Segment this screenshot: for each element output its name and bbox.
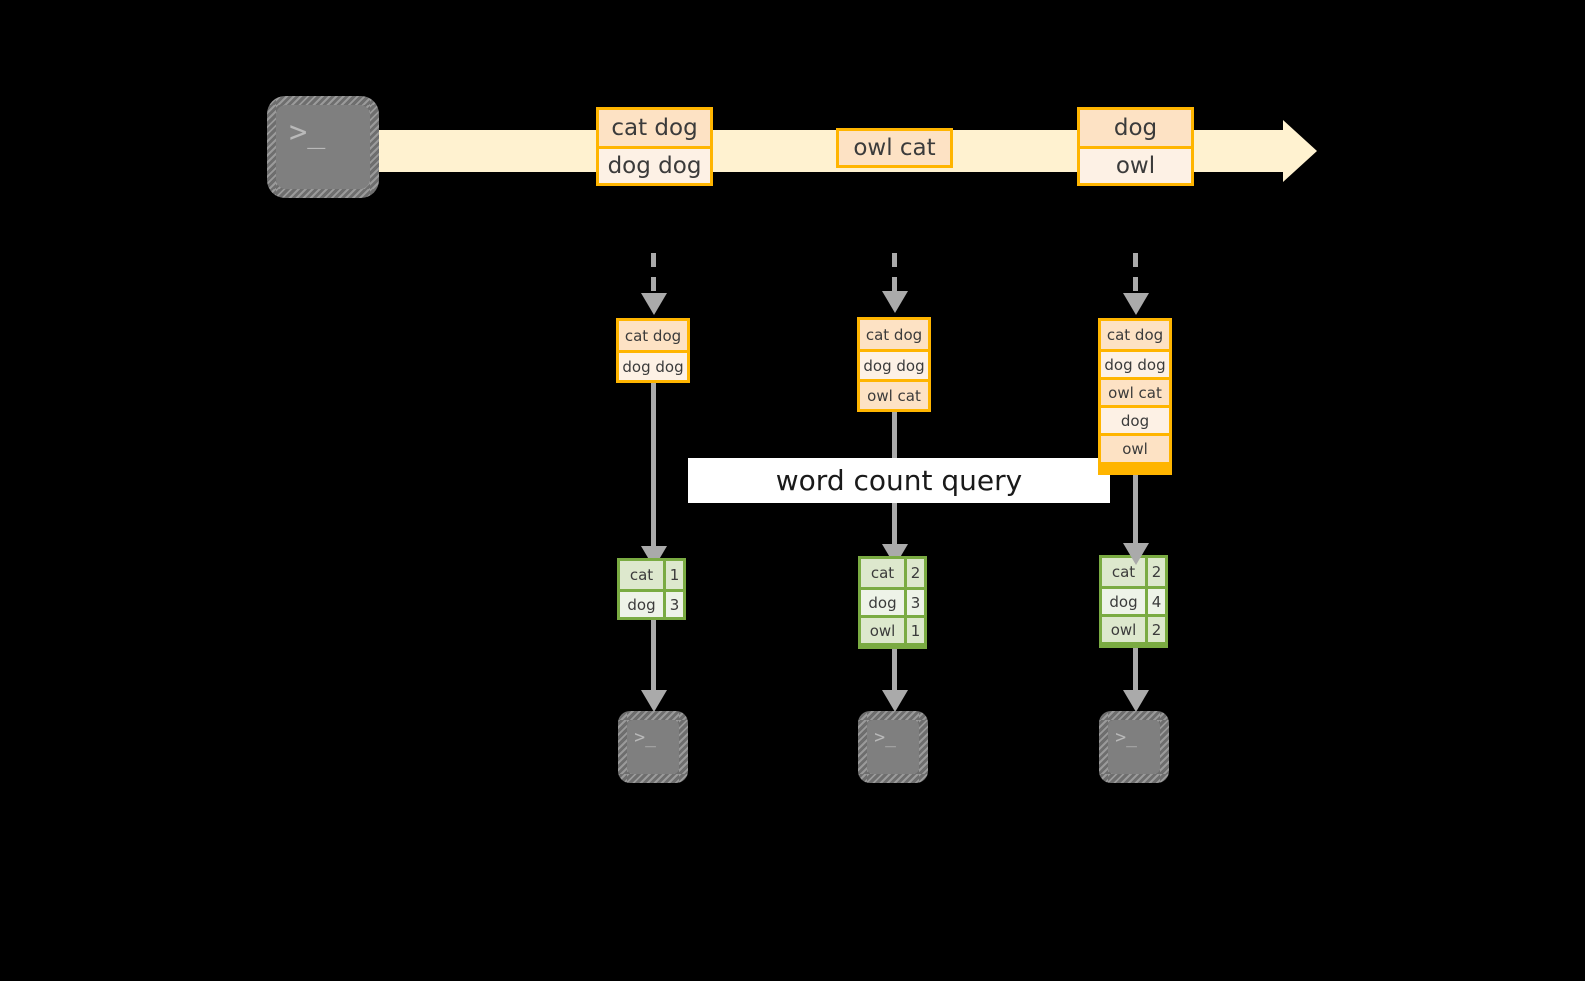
snapshot-2-result-table: cat 2 dog 3 owl 1 bbox=[858, 556, 927, 649]
dashed-connector-2 bbox=[892, 253, 897, 293]
snapshot-3-sink-arrow bbox=[1133, 648, 1138, 692]
dashed-connector-2-head bbox=[882, 291, 908, 313]
snapshot-2-sink-arrow bbox=[892, 649, 897, 692]
stream-arrow-head bbox=[1283, 120, 1317, 182]
terminal-prompt-icon: >_ bbox=[289, 115, 326, 151]
snapshot-1-query-arrow bbox=[651, 383, 656, 548]
snapshot-3-query-arrow bbox=[1133, 475, 1138, 545]
result-row: cat 2 bbox=[1102, 558, 1165, 586]
result-count: 3 bbox=[663, 592, 683, 617]
stream-group-3: dog owl bbox=[1077, 107, 1194, 186]
result-row: owl 2 bbox=[1102, 614, 1165, 642]
accumulated-event: cat dog bbox=[619, 321, 687, 350]
accumulated-event: dog dog bbox=[1101, 349, 1169, 377]
accumulated-event: owl bbox=[1101, 433, 1169, 462]
stream-event: owl bbox=[1080, 146, 1191, 183]
dashed-connector-3 bbox=[1133, 253, 1138, 295]
result-word: cat bbox=[861, 559, 904, 587]
snapshot-1-sink-arrow bbox=[651, 620, 656, 692]
snapshot-2-sink-arrow-head bbox=[882, 690, 908, 712]
accumulated-event: owl cat bbox=[860, 379, 928, 409]
terminal-face bbox=[276, 105, 370, 189]
accumulated-event: cat dog bbox=[860, 320, 928, 349]
accumulated-event: dog dog bbox=[860, 349, 928, 379]
snapshot-1-result-table: cat 1 dog 3 bbox=[617, 558, 686, 620]
accumulated-event: dog dog bbox=[619, 350, 687, 380]
stream-event: owl cat bbox=[839, 131, 950, 165]
terminal-prompt-icon: >_ bbox=[874, 726, 896, 748]
snapshot-2-sink-terminal[interactable]: >_ bbox=[858, 711, 928, 783]
result-row: dog 4 bbox=[1102, 586, 1165, 614]
stream-group-1: cat dog dog dog bbox=[596, 107, 713, 186]
result-word: dog bbox=[861, 590, 904, 615]
accumulated-event: dog bbox=[1101, 405, 1169, 433]
snapshot-3-sink-terminal[interactable]: >_ bbox=[1099, 711, 1169, 783]
result-count: 4 bbox=[1145, 589, 1165, 614]
snapshot-3-accumulated: cat dog dog dog owl cat dog owl bbox=[1098, 318, 1172, 475]
result-word: cat bbox=[620, 561, 663, 589]
stream-event: dog dog bbox=[599, 146, 710, 183]
result-word: owl bbox=[1102, 617, 1145, 642]
source-terminal[interactable]: >_ bbox=[267, 96, 379, 198]
stream-group-2: owl cat bbox=[836, 128, 953, 168]
result-count: 2 bbox=[1145, 617, 1165, 642]
accumulated-event: cat dog bbox=[1101, 321, 1169, 349]
result-count: 1 bbox=[663, 561, 683, 589]
result-row: dog 3 bbox=[861, 587, 924, 615]
terminal-face bbox=[867, 720, 919, 774]
snapshot-1-sink-arrow-head bbox=[641, 690, 667, 712]
dashed-connector-3-head bbox=[1123, 293, 1149, 315]
dashed-connector-1 bbox=[651, 253, 656, 295]
result-word: owl bbox=[861, 618, 904, 643]
stream-event: cat dog bbox=[599, 110, 710, 146]
dashed-connector-1-head bbox=[641, 293, 667, 315]
terminal-prompt-icon: >_ bbox=[1115, 726, 1137, 748]
result-word: dog bbox=[1102, 589, 1145, 614]
snapshot-1-accumulated: cat dog dog dog bbox=[616, 318, 690, 383]
snapshot-3-sink-arrow-head bbox=[1123, 690, 1149, 712]
query-label: word count query bbox=[688, 458, 1110, 503]
result-row: cat 1 bbox=[620, 561, 683, 589]
snapshot-3-result-table: cat 2 dog 4 owl 2 bbox=[1099, 555, 1168, 648]
result-word: dog bbox=[620, 592, 663, 617]
result-count: 2 bbox=[904, 559, 924, 587]
accumulated-event: owl cat bbox=[1101, 377, 1169, 405]
terminal-face bbox=[627, 720, 679, 774]
result-count: 1 bbox=[904, 618, 924, 643]
terminal-prompt-icon: >_ bbox=[634, 726, 656, 748]
stream-event: dog bbox=[1080, 110, 1191, 146]
snapshot-2-accumulated: cat dog dog dog owl cat bbox=[857, 317, 931, 412]
result-row: dog 3 bbox=[620, 589, 683, 617]
snapshot-1-sink-terminal[interactable]: >_ bbox=[618, 711, 688, 783]
result-row: owl 1 bbox=[861, 615, 924, 643]
snapshot-3-query-arrow-head bbox=[1123, 543, 1149, 565]
result-row: cat 2 bbox=[861, 559, 924, 587]
result-count: 2 bbox=[1145, 558, 1165, 586]
result-count: 3 bbox=[904, 590, 924, 615]
terminal-face bbox=[1108, 720, 1160, 774]
